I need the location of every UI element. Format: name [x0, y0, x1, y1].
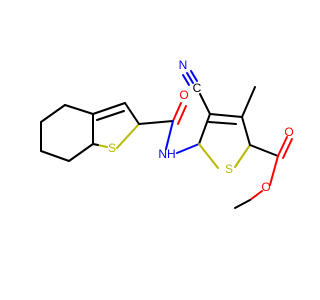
molecule-structure: S S O NH O O N C [40, 58, 294, 209]
bond-ester-o1 [277, 136, 288, 157]
bond-methyl [241, 86, 256, 118]
atom-nitrogen-amide: NH [158, 147, 175, 161]
bond-cy-6 [40, 150, 70, 162]
molecule-canvas: S S O NH O O N C [40, 58, 294, 209]
bond-th2-3 [241, 116, 251, 146]
bond-cy-5 [68, 143, 94, 162]
atom-sulfur-left: S [108, 141, 116, 155]
atom-oxygen-amide: O [179, 88, 188, 102]
bond-nitrile-n [186, 72, 194, 84]
bond-amide-c [138, 120, 174, 125]
atom-sulfur-right: S [225, 162, 233, 176]
bond-amide-o2 [177, 105, 187, 125]
bond-cy-2 [40, 104, 66, 123]
bond-th1-4b [92, 143, 99, 146]
bond-amide-n [165, 120, 174, 150]
bond-nitrile-c [199, 93, 211, 115]
atom-nitrogen-nitrile: N [179, 58, 188, 72]
bond-ester-o1b [282, 138, 293, 159]
bond-n-thio [176, 143, 200, 154]
bond-th2-5 [198, 143, 219, 169]
bond-ester-me2 [234, 199, 251, 209]
bond-ester-c [249, 144, 279, 157]
atom-carbon-nitrile: C [193, 81, 202, 95]
bond-cy-3 [64, 104, 94, 115]
bond-nitrile-n2 [190, 70, 198, 82]
atom-oxygen-ester-single: O [261, 180, 270, 194]
bond-th2-1 [198, 113, 211, 145]
bond-th1-1 [92, 102, 126, 115]
bond-th2-2 [209, 113, 243, 118]
atom-oxygen-ester-carbonyl: O [284, 125, 293, 139]
bond-th1-2 [124, 102, 140, 125]
bond-th2-4 [234, 144, 251, 168]
bond-nitrile-n3 [182, 74, 190, 86]
bond-ester-o2 [269, 155, 279, 186]
bond-th1-3 [116, 123, 140, 149]
bond-amide-o [172, 102, 182, 122]
bond-th2-2b [208, 121, 237, 125]
bond-ester-me [249, 190, 263, 201]
bond-th1-1b [96, 110, 125, 121]
